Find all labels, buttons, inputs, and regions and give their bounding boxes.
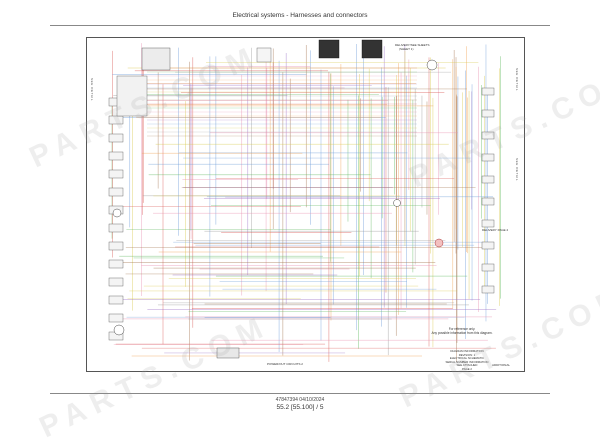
connector-block <box>481 131 495 140</box>
connector-block <box>481 153 495 162</box>
connector-block <box>481 263 495 272</box>
multi-pin-connector <box>318 39 340 59</box>
connector-block <box>108 151 124 161</box>
connector-block <box>108 133 124 143</box>
round-connector <box>112 208 122 218</box>
reference-note-line: For reference only. <box>448 327 476 331</box>
round-connector <box>434 238 444 248</box>
connector-block <box>108 115 124 125</box>
reference-note-line: Any possible information from this diagr… <box>431 331 493 335</box>
label-power-circuits: POWER/OUT CIRCUITS 2 <box>267 362 303 366</box>
round-connector <box>426 59 438 71</box>
vertical-label-left: SEE DETAIL <box>90 78 94 102</box>
wiring-diagram: DELIVERY/SEE SHEETS (SHEET 1) DELIVERY P… <box>86 37 525 372</box>
info-line: SERIAL NUMBER INFORMATION <box>445 359 489 364</box>
diagram-info-box: DIAGRAM INFORMATION REVISION: 1 ELECTRIC… <box>427 349 507 371</box>
page-number: 55.2 [55.100] / 5 <box>276 404 324 411</box>
info-line: ELECTRICAL SCHEMATIC <box>449 356 485 361</box>
document-number: 47847394 04/10/2024 <box>275 397 325 403</box>
label-delivery-page: DELIVERY PAGE 2 <box>482 228 509 232</box>
vertical-label-right-top: SEE DETAIL <box>515 68 519 92</box>
connector-block <box>108 169 124 179</box>
connector-block <box>481 175 495 184</box>
connector-block <box>481 197 495 206</box>
label-corner-tag: ADDITIONAL <box>492 363 511 367</box>
reference-note: For reference only. Any possible informa… <box>417 327 507 335</box>
connector-block <box>108 313 124 323</box>
connector-block <box>481 219 495 228</box>
connector-block <box>481 285 495 294</box>
info-line: REVISION: 1 <box>458 352 476 357</box>
header-divider <box>50 25 550 26</box>
connector-block <box>481 87 495 96</box>
footer-divider <box>50 393 550 394</box>
round-connector <box>393 199 401 207</box>
connector-block <box>108 187 124 197</box>
connector-block <box>108 223 124 233</box>
info-line: SEE ATTACHED <box>456 363 478 368</box>
connector-block <box>108 295 124 305</box>
ground-module <box>216 347 240 359</box>
info-line: DIAGRAM INFORMATION <box>450 349 484 353</box>
label-delivery-sheets: DELIVERY/SEE SHEETS <box>395 43 430 47</box>
round-connector <box>113 324 125 336</box>
connector-block <box>481 109 495 118</box>
control-module <box>141 47 171 71</box>
connector-block <box>108 241 124 251</box>
relay <box>256 47 272 63</box>
fuse-block <box>116 75 148 117</box>
multi-pin-connector <box>361 39 383 59</box>
connector-block <box>481 241 495 250</box>
vertical-label-right-mid: SEE DETAIL <box>515 158 519 182</box>
wiring-diagram-canvas <box>108 39 501 362</box>
label-delivery-sheets-sub: (SHEET 1) <box>399 47 414 51</box>
page-title: Electrical systems - Harnesses and conne… <box>232 12 368 19</box>
manual-page: Electrical systems - Harnesses and conne… <box>25 12 600 444</box>
connector-block <box>108 259 124 269</box>
connector-block <box>108 277 124 287</box>
info-line: PAGE 2 <box>462 366 472 371</box>
